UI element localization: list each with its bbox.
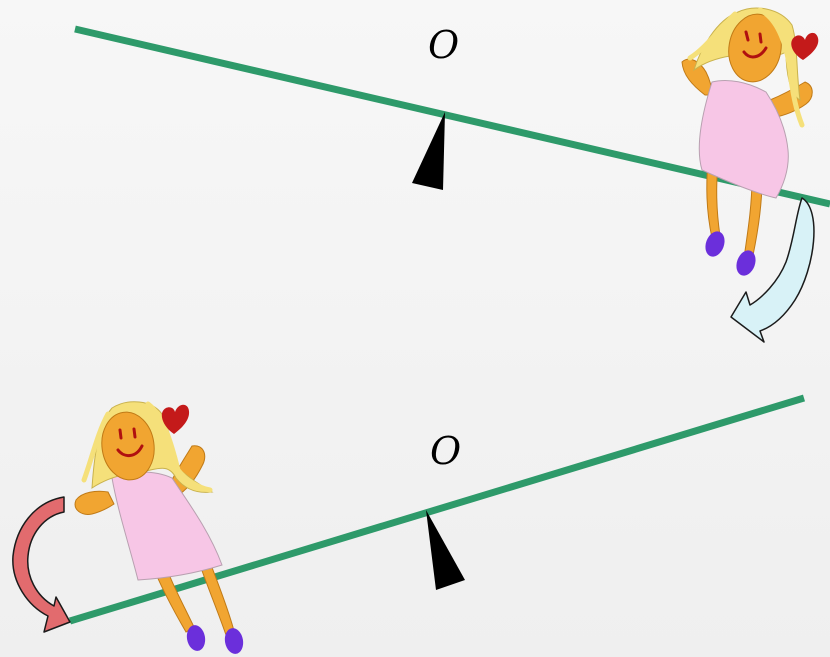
top-girl-eye-right: [760, 34, 761, 42]
bottom-pivot-label: O: [430, 429, 461, 473]
bottom-girl-eye-right: [134, 429, 135, 437]
bottom-girl-eye-left: [120, 430, 121, 438]
top-pivot-label: O: [428, 23, 459, 67]
top-girl-eye-left: [746, 32, 748, 40]
